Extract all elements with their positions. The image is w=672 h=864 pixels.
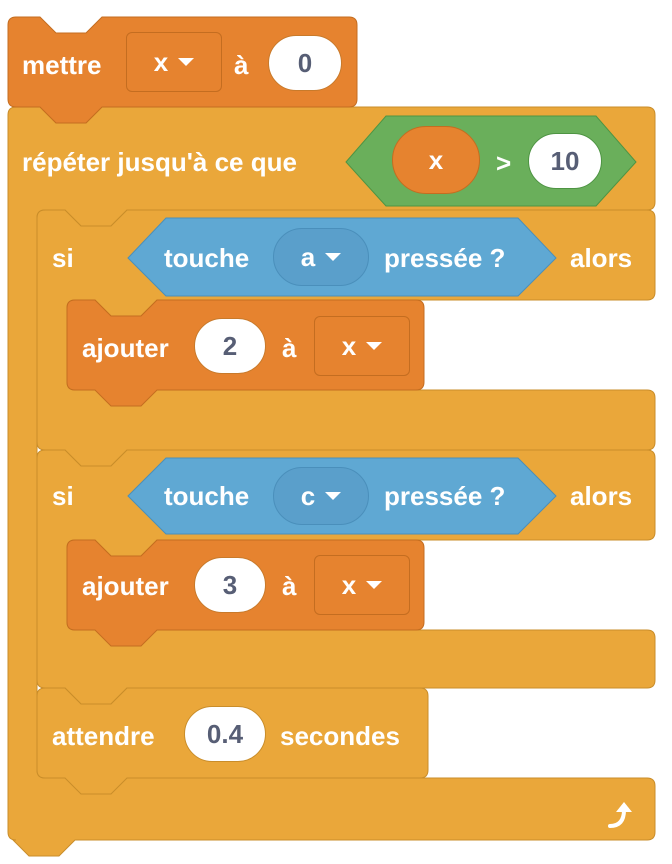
change2-value-input[interactable]: 3 (194, 557, 266, 613)
change2-to-label: à (282, 571, 297, 601)
change1-value-input[interactable]: 2 (194, 318, 266, 374)
dropdown-arrow-icon (178, 58, 195, 66)
if2-label: si (52, 481, 74, 511)
change1-variable-dropdown[interactable]: x (314, 316, 410, 376)
if2-key-value: c (300, 480, 316, 511)
set-to-label: à (234, 50, 249, 80)
change2-variable-value: x (341, 569, 357, 600)
change2-label: ajouter (82, 571, 169, 601)
condition-value-input[interactable]: 10 (528, 133, 602, 189)
wait-unit-label: secondes (280, 721, 400, 751)
dropdown-arrow-icon (325, 492, 342, 500)
change2-variable-dropdown[interactable]: x (314, 555, 410, 615)
set-label: mettre (22, 50, 102, 80)
set-variable-dropdown[interactable]: x (126, 32, 222, 92)
if1-then-label: alors (570, 243, 633, 273)
operator-symbol: > (496, 148, 512, 178)
repeat-until-label: répéter jusqu'à ce que (22, 147, 297, 177)
if1-key-dropdown[interactable]: a (273, 228, 369, 286)
loop-arrow-icon (608, 802, 632, 828)
condition-variable-reporter[interactable]: x (392, 126, 480, 194)
if2-key-dropdown[interactable]: c (273, 467, 369, 525)
change1-variable-value: x (341, 330, 357, 361)
if1-label: si (52, 243, 74, 273)
dropdown-arrow-icon (325, 253, 342, 261)
if2-then-label: alors (570, 481, 633, 511)
if2-sensing-prefix: touche (164, 481, 250, 511)
set-value-input[interactable]: 0 (268, 35, 342, 91)
dropdown-arrow-icon (366, 342, 383, 350)
set-variable-value: x (153, 46, 169, 77)
condition-variable-name: x (428, 144, 444, 175)
if1-sensing-suffix: pressée ? (384, 243, 506, 273)
if2-sensing-suffix: pressée ? (384, 481, 506, 511)
wait-label: attendre (52, 721, 155, 751)
if1-sensing-prefix: touche (164, 243, 250, 273)
change1-label: ajouter (82, 333, 169, 363)
dropdown-arrow-icon (366, 581, 383, 589)
if1-key-value: a (300, 241, 316, 272)
change1-to-label: à (282, 333, 297, 363)
wait-value-input[interactable]: 0.4 (184, 706, 266, 762)
